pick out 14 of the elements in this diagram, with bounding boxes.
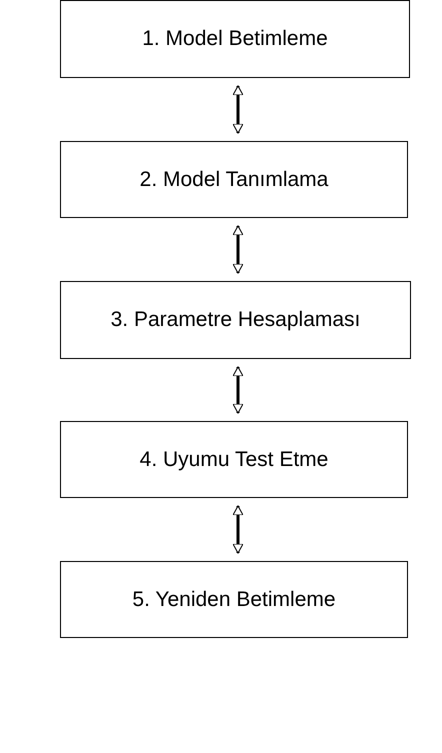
double-arrow — [232, 86, 244, 134]
double-arrow — [232, 226, 244, 274]
box-label: 4. Uyumu Test Etme — [140, 446, 328, 473]
box-label: 1. Model Betimleme — [142, 26, 328, 52]
box-label: 3. Parametre Hesaplaması — [110, 307, 360, 334]
process-box — [60, 561, 408, 638]
process-box — [60, 0, 410, 78]
process-box — [60, 421, 408, 498]
box-label: 2. Model Tanımlama — [140, 166, 328, 193]
box-label: 5. Yeniden Betimleme — [132, 586, 336, 613]
double-arrow — [232, 366, 244, 414]
process-box — [60, 141, 408, 218]
process-box — [60, 281, 411, 359]
double-arrow — [232, 506, 244, 554]
